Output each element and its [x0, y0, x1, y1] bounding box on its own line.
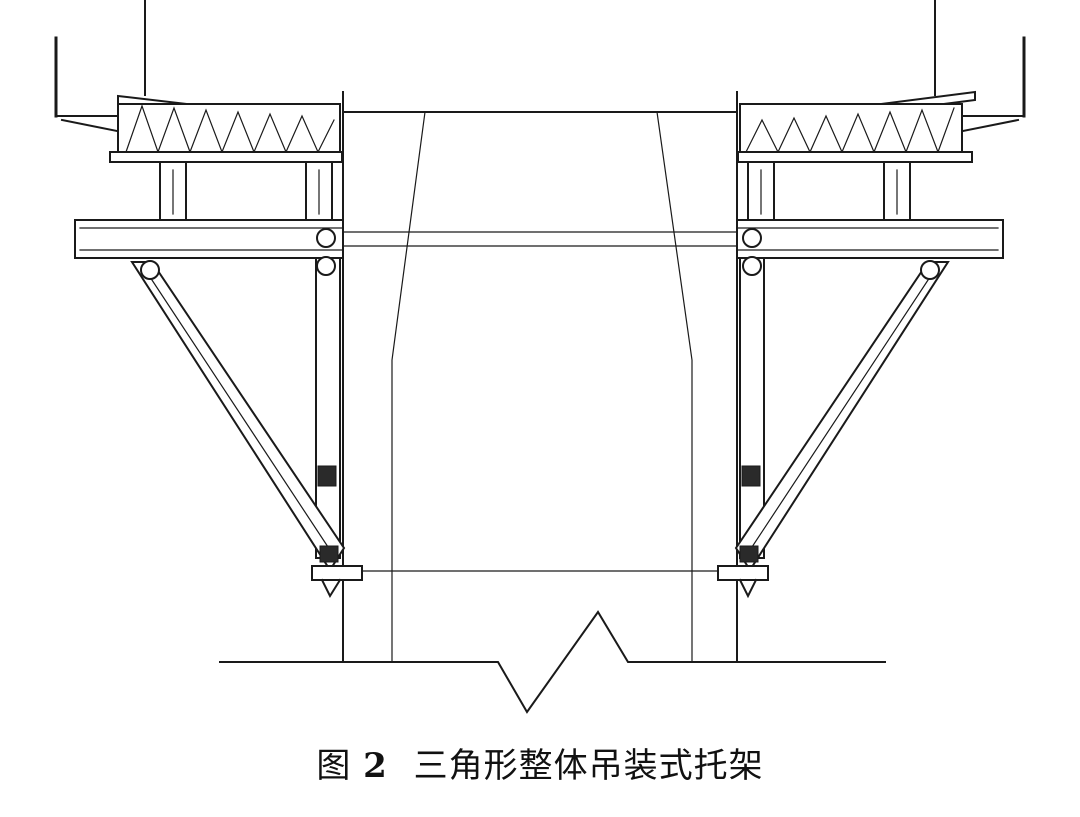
- right-bracket: [717, 219, 1004, 599]
- ground-break-line: [219, 610, 886, 714]
- pier-column: [342, 91, 738, 663]
- left-platform: [54, 0, 343, 221]
- caption-number: 2: [363, 746, 388, 786]
- caption-text: 三角形整体吊装式托架: [413, 746, 764, 786]
- figure-caption: 图 2 三角形整体吊装式托架: [0, 738, 1080, 787]
- caption-label: 图: [316, 746, 352, 786]
- left-bracket: [74, 219, 363, 599]
- right-platform: [737, 0, 1026, 221]
